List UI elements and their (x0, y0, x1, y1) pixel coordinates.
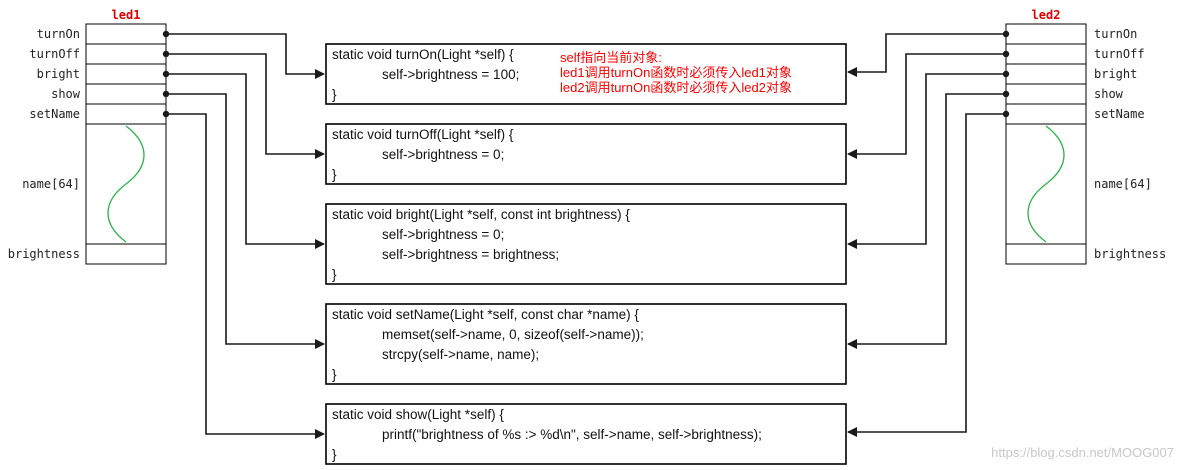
led2-show-dot (1002, 90, 1010, 98)
watermark: https://blog.csdn.net/MOOG007 (991, 445, 1174, 460)
fn-show-line-3: } (332, 447, 337, 462)
led1-turnOff-dot (162, 50, 170, 58)
led1-bright-dot (162, 70, 170, 78)
fn-turnOff-line-1: static void turnOff(Light *self) { (332, 127, 514, 142)
led1-brightness-cell (85, 243, 167, 265)
led1-title: led1 (112, 8, 141, 22)
led2-turnOn-dot (1002, 30, 1010, 38)
led2-show-cell (1005, 83, 1087, 105)
led2-brightness-cell (1005, 243, 1087, 265)
fn-show-frame (325, 403, 847, 465)
led2-label-bright: bright (1094, 67, 1137, 81)
fn-bright-line-1: static void bright(Light *self, const in… (332, 207, 630, 222)
fn-bright-frame (325, 203, 847, 285)
led2-label-show: show (1094, 87, 1124, 101)
led1-turnOn-arrow (166, 33, 325, 79)
led2-label-turnOn: turnOn (1094, 27, 1137, 41)
fn-turnOn-line-2: self->brightness = 100; (382, 67, 519, 82)
fn-turnOff-frame (325, 123, 847, 185)
fn-setName-line-2: memset(self->name, 0, sizeof(self->name)… (382, 327, 644, 342)
led2-label-turnOff: turnOff (1094, 47, 1145, 61)
led2-bright-dot (1002, 70, 1010, 78)
led2-turnOff-dot (1002, 50, 1010, 58)
fn-bright-line-4: } (332, 267, 337, 282)
led1-name-wave (107, 125, 145, 243)
led1-label-brightness: brightness (8, 247, 80, 261)
led1-show-cell (85, 83, 167, 105)
fn-setName-line-3: strcpy(self->name, name); (382, 347, 539, 362)
annotation-line-2: led1调用turnOn函数时必须传入led1对象 (560, 65, 792, 80)
fn-turnOn-frame (325, 43, 847, 105)
led2-turnOff-arrow (847, 53, 1006, 159)
led1-bright-cell (85, 63, 167, 85)
fn-turnOff-box: static void turnOff(Light *self) { self-… (325, 123, 847, 185)
led1-label-bright: bright (37, 67, 80, 81)
fn-setName-frame (325, 303, 847, 385)
fn-bright-line-3: self->brightness = brightness; (382, 247, 559, 262)
fn-setName-line-1: static void setName(Light *self, const c… (332, 307, 639, 322)
led2-name-wave (1027, 125, 1065, 243)
fn-turnOn-box: static void turnOn(Light *self) { self->… (325, 43, 847, 105)
fn-show-box: static void show(Light *self) { printf("… (325, 403, 847, 465)
fn-bright-line-2: self->brightness = 0; (382, 227, 504, 242)
led1-turnOff-arrow (166, 53, 325, 159)
led1-turnOn-cell (85, 23, 167, 45)
led1-label-show: show (51, 87, 81, 101)
led2-label-name: name[64] (1094, 177, 1152, 191)
fn-turnOff-line-3: } (332, 167, 337, 182)
led2-setName-dot (1002, 110, 1010, 118)
led1-connectors (162, 30, 325, 439)
led1-turnOn-dot (162, 30, 170, 38)
led1-show-dot (162, 90, 170, 98)
fn-setName-line-4: } (332, 367, 337, 382)
led1-label-turnOn: turnOn (37, 27, 80, 41)
led2-bright-cell (1005, 63, 1087, 85)
led1-bright-arrow (166, 73, 325, 249)
self-annotation: self指向当前对象: led1调用turnOn函数时必须传入led1对象 le… (560, 50, 792, 95)
led2-label-setName: setName (1094, 107, 1145, 121)
fn-turnOff-line-2: self->brightness = 0; (382, 147, 504, 162)
led2-turnOff-cell (1005, 43, 1087, 65)
fn-turnOn-line-3: } (332, 87, 337, 102)
led2-setName-arrow (847, 93, 1006, 349)
fn-bright-box: static void bright(Light *self, const in… (325, 203, 847, 285)
led1-setName-cell (85, 103, 167, 125)
led2-turnOn-cell (1005, 23, 1087, 45)
led1-setName-arrow (166, 93, 325, 349)
led1-label-name: name[64] (22, 177, 80, 191)
led2-bright-arrow (847, 73, 1006, 249)
fn-show-line-1: static void show(Light *self) { (332, 407, 504, 422)
led2-show-arrow (847, 113, 1006, 437)
led2-label-brightness: brightness (1094, 247, 1166, 261)
led2-object: led2 turnOn turnOff bright show setName … (1005, 8, 1166, 265)
annotation-line-3: led2调用turnOn函数时必须传入led2对象 (560, 80, 792, 95)
led2-connectors (847, 30, 1010, 437)
led2-setName-cell (1005, 103, 1087, 125)
fn-setName-box: static void setName(Light *self, const c… (325, 303, 847, 385)
led1-setName-dot (162, 110, 170, 118)
fn-show-line-2: printf("brightness of %s :> %d\n", self-… (382, 427, 762, 442)
led1-label-turnOff: turnOff (29, 47, 80, 61)
led2-title: led2 (1032, 8, 1061, 22)
fn-turnOn-line-1: static void turnOn(Light *self) { (332, 47, 514, 62)
led1-show-arrow (166, 113, 325, 439)
led2-turnOn-arrow (847, 33, 1006, 77)
led1-object: led1 turnOn turnOff bright show setName … (8, 8, 167, 265)
annotation-line-1: self指向当前对象: (560, 50, 662, 65)
led1-turnOff-cell (85, 43, 167, 65)
led1-label-setName: setName (29, 107, 80, 121)
